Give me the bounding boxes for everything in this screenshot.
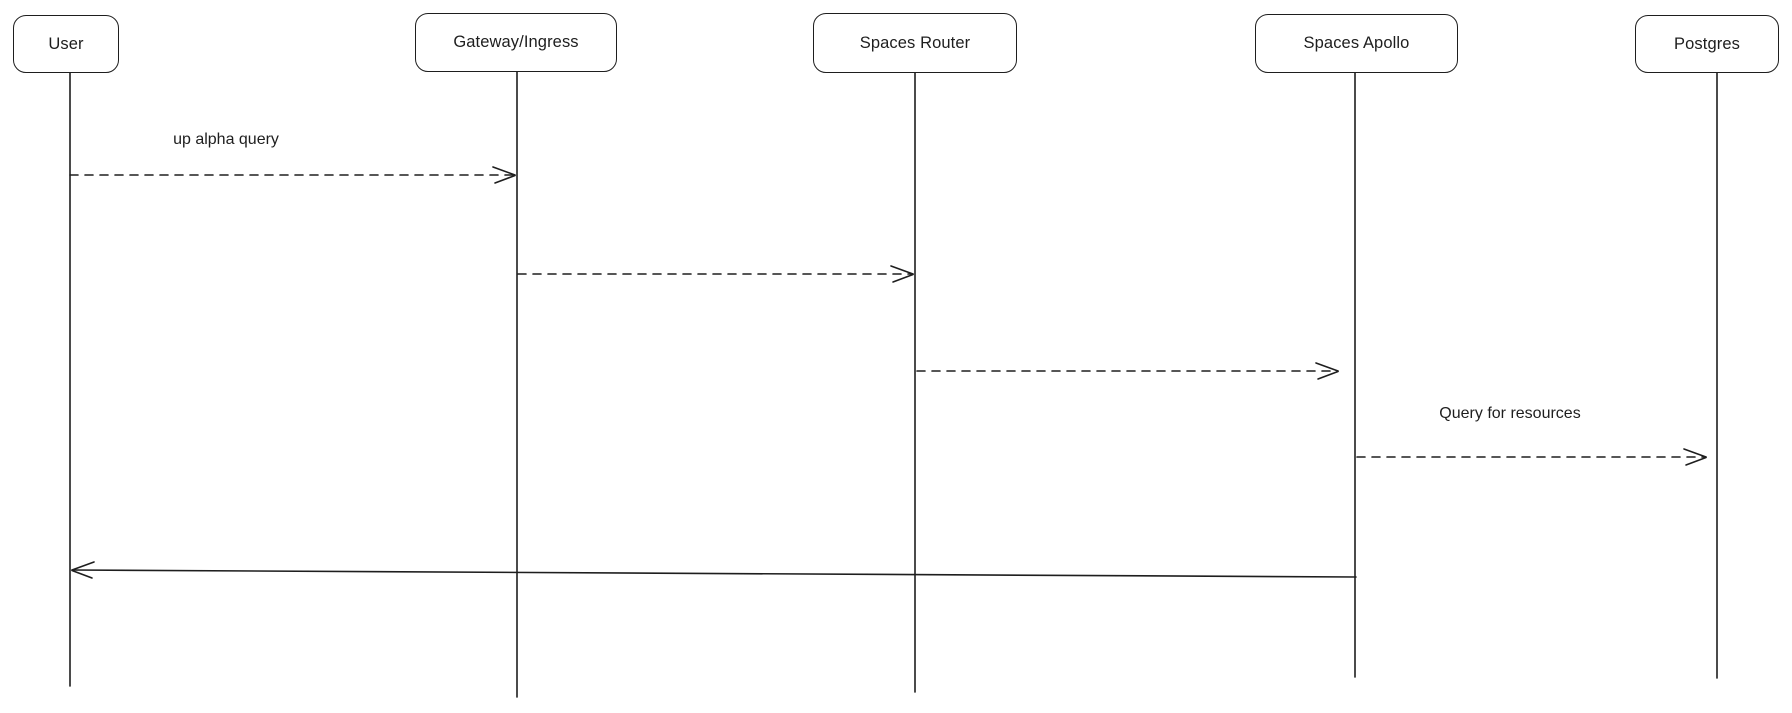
message-arrow-spaces-apollo-to-postgres-head: [1683, 448, 1707, 458]
message-arrow-spaces-router-to-spaces-apollo-head: [1315, 362, 1339, 372]
actor-label-spaces-apollo: Spaces Apollo: [1303, 34, 1410, 52]
actor-box-postgres: Postgres: [1635, 15, 1779, 73]
message-arrow-user-to-gateway-ingress-head: [492, 166, 516, 176]
message-label-query-for-resources: Query for resources: [1439, 405, 1581, 422]
actor-label-spaces-router: Spaces Router: [859, 33, 971, 52]
actor-label-gateway-ingress: Gateway/Ingress: [453, 33, 579, 51]
actor-box-gateway-ingress: Gateway/Ingress: [415, 13, 617, 72]
actor-box-spaces-router: Spaces Router: [813, 13, 1017, 73]
actor-box-spaces-apollo: Spaces Apollo: [1255, 14, 1458, 73]
actor-label-postgres: Postgres: [1674, 34, 1740, 53]
message-arrow-user-to-gateway-ingress-head: [494, 174, 516, 184]
message-arrow-gateway-ingress-to-spaces-router-head: [892, 273, 914, 283]
message-arrow-spaces-router-to-spaces-apollo-head: [1317, 370, 1339, 380]
message-arrow-gateway-ingress-to-spaces-router-head: [890, 265, 914, 275]
actor-box-user: User: [13, 15, 119, 73]
message-arrow-spaces-apollo-to-user-head: [71, 561, 95, 571]
message-label-up-alpha-query: up alpha query: [173, 131, 279, 148]
message-arrow-spaces-apollo-to-postgres-head: [1685, 456, 1707, 466]
message-arrow-spaces-apollo-to-user: [71, 569, 1357, 578]
actor-label-user: User: [48, 34, 84, 53]
message-arrow-spaces-apollo-to-user-head: [71, 569, 93, 579]
